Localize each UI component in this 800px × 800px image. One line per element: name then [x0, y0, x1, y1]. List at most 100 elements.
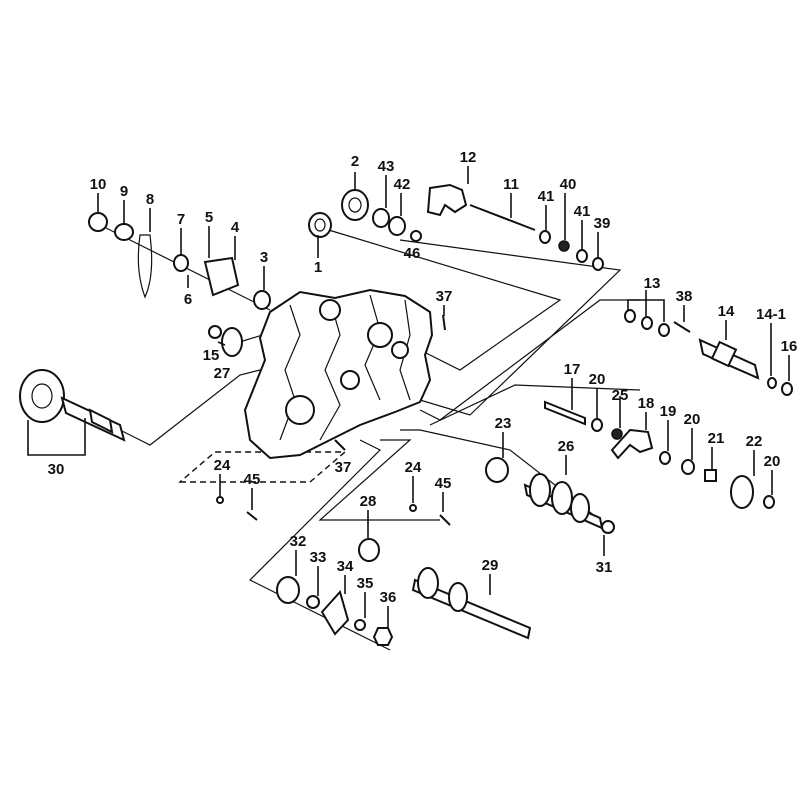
assembly-line-shift-rod	[399, 239, 622, 416]
housing-rib-2	[319, 299, 341, 441]
callout-13: 13	[644, 275, 661, 292]
callout-24a: 24	[214, 457, 231, 474]
washer-13c	[658, 323, 670, 337]
ring-14-1	[767, 377, 777, 389]
callout-6: 6	[184, 291, 192, 308]
dashed-group-24-45	[178, 451, 347, 483]
callout-31: 31	[596, 559, 613, 576]
shaft-30-spline	[88, 408, 114, 434]
washer-42	[388, 216, 406, 236]
assembly-line-shaft-30	[119, 369, 261, 446]
callout-37b: 37	[335, 459, 352, 476]
major-parts	[19, 183, 760, 640]
seal-3	[253, 290, 271, 310]
shaft-14-collar	[710, 340, 738, 368]
assembly-line-top-bearing	[321, 227, 562, 371]
gear-27	[19, 369, 65, 423]
ring-19	[659, 451, 671, 465]
assembly-line-shaft-29	[318, 439, 440, 521]
callout-20b: 20	[684, 411, 701, 428]
bolt-45a	[246, 511, 258, 521]
callout-33: 33	[310, 549, 327, 566]
pin-38	[673, 321, 691, 333]
callout-11: 11	[503, 176, 519, 193]
callout-10: 10	[90, 176, 107, 193]
washer-35	[354, 619, 366, 631]
washer-41a	[539, 230, 551, 244]
bevel-gear-34	[320, 589, 350, 636]
shaft-26-gear-b	[551, 481, 573, 515]
callout-8: 8	[146, 191, 154, 208]
callout-18: 18	[638, 395, 655, 412]
callout-42: 42	[394, 176, 411, 193]
gear-22	[730, 475, 754, 509]
small-parts	[88, 189, 793, 646]
callout-45a: 45	[244, 471, 261, 488]
transmission-housing	[243, 288, 434, 460]
callout-29: 29	[482, 557, 499, 574]
callout-labels: 1 2 3 4 5 6 7 8 9 10 11 12 13 14 14-1 15…	[48, 149, 798, 606]
washer-13b	[641, 316, 653, 330]
callout-41a: 41	[538, 188, 555, 205]
washer-20b	[681, 459, 695, 475]
washer-13a	[624, 309, 636, 323]
leader-30	[27, 418, 86, 456]
housing-bore-3	[367, 322, 393, 348]
callout-41b: 41	[574, 203, 591, 220]
callout-38: 38	[676, 288, 693, 305]
callout-46: 46	[404, 245, 421, 262]
callout-45b: 45	[435, 475, 452, 492]
callout-26: 26	[558, 438, 575, 455]
callout-40: 40	[560, 176, 577, 193]
callout-36: 36	[380, 589, 397, 606]
callout-27: 27	[214, 365, 231, 382]
callout-37a: 37	[436, 288, 453, 305]
bearing-28	[358, 538, 380, 562]
callout-12: 12	[460, 149, 477, 166]
washer-10	[88, 212, 108, 232]
bearing-23	[485, 457, 509, 483]
housing-rib-3	[364, 294, 381, 401]
collar-21	[704, 469, 717, 482]
callout-15: 15	[203, 347, 220, 364]
callout-22: 22	[746, 433, 763, 450]
callout-17: 17	[564, 361, 581, 378]
nut-36	[372, 627, 394, 646]
bolt-37b	[334, 439, 346, 451]
washer-41b	[576, 249, 588, 263]
housing-bore-1	[319, 299, 341, 321]
bearing-2	[341, 189, 369, 221]
shaft-26-gear-c	[570, 493, 590, 523]
bearing-1	[308, 212, 332, 238]
washer-33	[306, 595, 320, 609]
shaft-29-gear-b	[448, 582, 468, 612]
shift-fork-18	[610, 428, 654, 460]
assembly-line-shaft-14	[419, 299, 640, 421]
assembly-line-fork-18	[429, 384, 641, 426]
housing-bore-5	[391, 341, 409, 359]
shaft-26-gear-a	[529, 473, 551, 507]
washer-16	[781, 382, 793, 396]
pin-24b	[409, 504, 417, 512]
gear-27-hub	[31, 383, 53, 409]
spring-40	[558, 240, 570, 252]
seal-7	[173, 254, 189, 272]
leader-lines	[27, 166, 790, 628]
bearing-32	[276, 576, 300, 604]
bearing-2-inner	[348, 197, 362, 213]
callout-34: 34	[337, 558, 354, 575]
callout-35: 35	[357, 575, 374, 592]
callout-39: 39	[594, 215, 611, 232]
housing-bore-2	[285, 395, 315, 425]
callout-28: 28	[360, 493, 377, 510]
callout-16: 16	[781, 338, 798, 355]
bolt-45b	[439, 514, 451, 526]
shift-rod-11	[469, 204, 536, 231]
chain-8	[137, 234, 153, 299]
callout-19: 19	[660, 403, 677, 420]
ring-39	[592, 257, 604, 271]
leader-15	[217, 341, 226, 346]
callout-14: 14	[718, 303, 735, 320]
assembly-lines	[99, 224, 641, 651]
